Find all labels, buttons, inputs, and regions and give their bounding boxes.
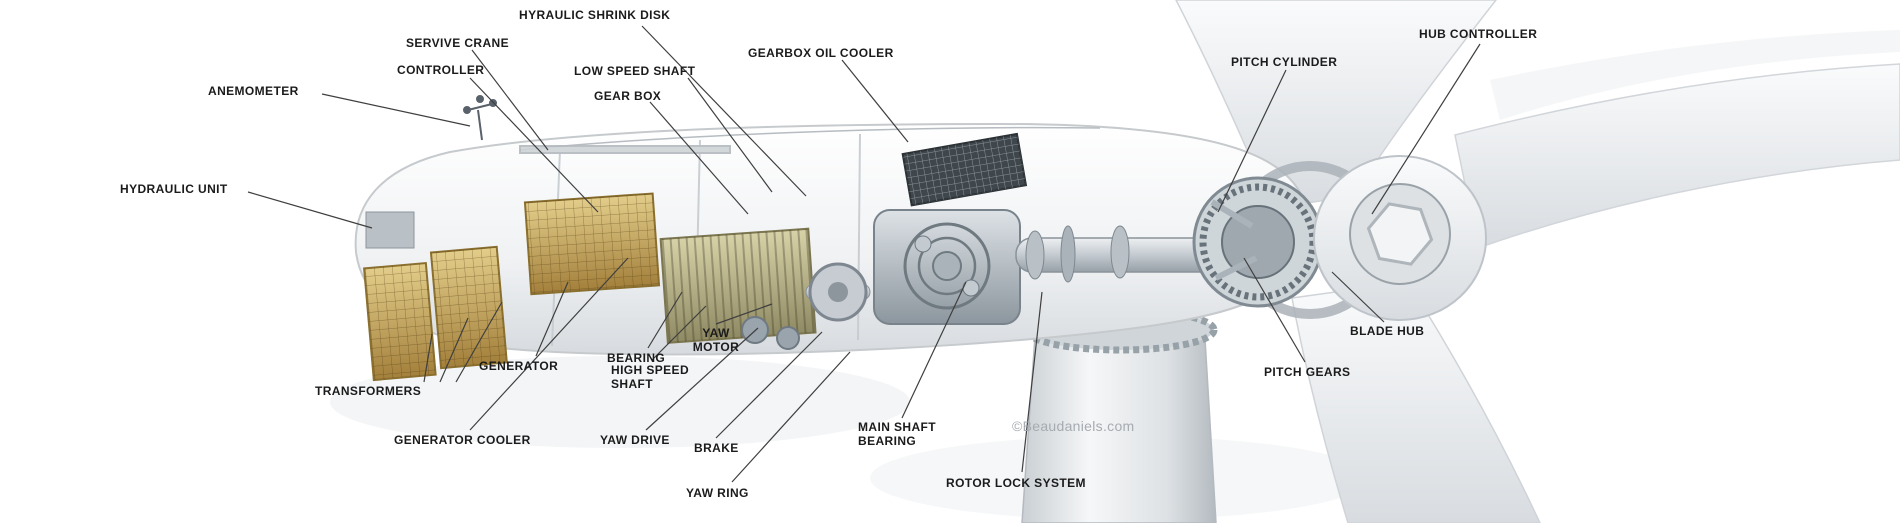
label-hub-controller: HUB CONTROLLER: [1419, 27, 1538, 41]
generator-shape: [659, 227, 817, 344]
label-yaw-ring: YAW RING: [686, 486, 749, 500]
spinner-shape: [1313, 155, 1487, 321]
oil-cooler-shape: [901, 132, 1028, 207]
hub-hexagon-shape: [1366, 202, 1434, 266]
controller-cabinet-shape: [523, 192, 661, 296]
leader-lines: [247, 25, 1481, 483]
watermark-text: ©Beaudaniels.com: [1012, 418, 1135, 434]
label-low-speed-shaft: LOW SPEED SHAFT: [574, 64, 696, 78]
label-gear-box: GEAR BOX: [594, 89, 662, 103]
label-pitch-gears: PITCH GEARS: [1264, 365, 1351, 379]
anemometer-shape: [463, 95, 497, 141]
label-controller: CONTROLLER: [397, 63, 485, 77]
gearbox-shape: [873, 209, 1021, 325]
label-rotor-lock-system: ROTOR LOCK SYSTEM: [946, 476, 1086, 490]
label-yaw-motor: YAW MOTOR: [692, 326, 740, 355]
label-brake: BRAKE: [694, 441, 739, 455]
label-generator-cooler: GENERATOR COOLER: [394, 433, 531, 447]
label-yaw-drive: YAW DRIVE: [600, 433, 670, 447]
label-transformers: TRANSFORMERS: [315, 384, 422, 398]
label-servive-crane: SERVIVE CRANE: [406, 36, 510, 50]
label-gearbox-oil-cooler: GEARBOX OIL COOLER: [748, 46, 894, 60]
label-blade-hub: BLADE HUB: [1350, 324, 1425, 338]
main-shaft-shape: [1015, 225, 1229, 283]
label-generator: GENERATOR: [479, 359, 559, 373]
hub-gear-shape: [1192, 161, 1389, 319]
label-high-speed-shaft: HIGH SPEED SHAFT: [611, 363, 690, 392]
label-hydraulic-unit: HYDRAULIC UNIT: [120, 182, 228, 196]
label-bearing: BEARING: [607, 351, 666, 365]
transformers-shape: [363, 245, 508, 382]
label-main-shaft-bearing: MAIN SHAFT BEARING: [858, 420, 936, 449]
right-blade: [1454, 30, 1900, 249]
brake-disc-shape: [805, 262, 871, 322]
label-hyraulic-shrink-disk: HYRAULIC SHRINK DISK: [519, 8, 671, 22]
label-pitch-cylinder: PITCH CYLINDER: [1231, 55, 1338, 69]
hydraulic-unit-shape: [365, 211, 415, 249]
label-anemometer: ANEMOMETER: [208, 84, 299, 98]
